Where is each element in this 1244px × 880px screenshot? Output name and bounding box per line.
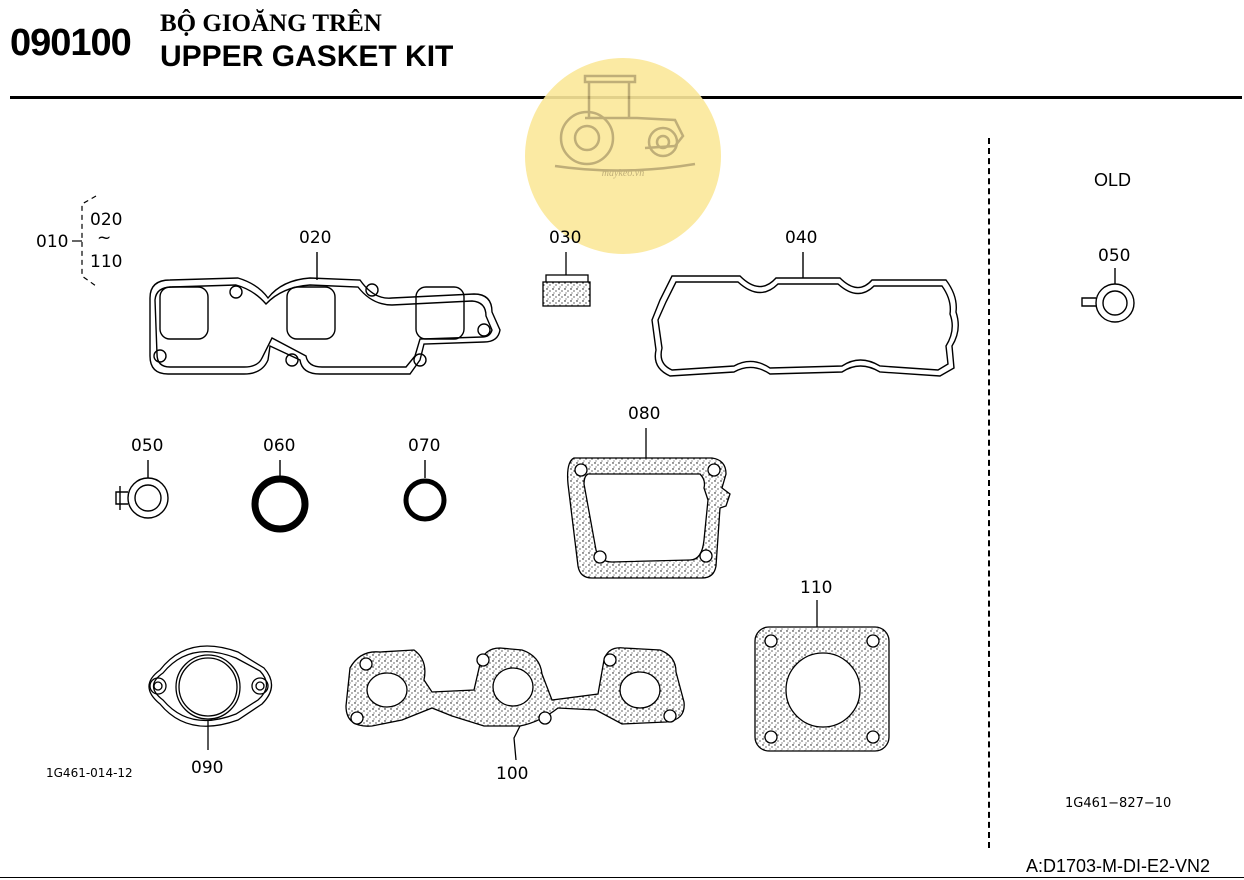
tractor-icon: maykeo.vn — [554, 74, 696, 179]
title-vietnamese: BỘ GIOĂNG TRÊN — [160, 10, 382, 37]
old-label: OLD — [1094, 170, 1132, 190]
figure-ref: 1G461-014-12 — [46, 766, 133, 780]
watermark-logo: maykeo.vn — [525, 58, 721, 254]
label-040: 040 — [785, 228, 818, 248]
footer-ref: A:D1703-M-DI-E2-VN2 — [1026, 856, 1211, 876]
seal-030 — [542, 252, 591, 307]
oring-050-old — [1081, 268, 1135, 323]
label-070: 070 — [408, 436, 441, 456]
label-010: 010 — [36, 232, 69, 252]
label-050-old: 050 — [1098, 246, 1131, 266]
label-030: 030 — [549, 228, 582, 248]
gasket-080 — [566, 428, 731, 579]
label-range-from: 020 — [90, 210, 123, 230]
gasket-090 — [148, 645, 273, 750]
label-090: 090 — [191, 758, 224, 778]
label-060: 060 — [263, 436, 296, 456]
range-bracket — [72, 195, 97, 287]
title-english: UPPER GASKET KIT — [160, 40, 454, 73]
old-figure-ref: 1G461−827−10 — [1065, 796, 1172, 811]
gasket-100 — [345, 647, 685, 761]
label-range-tilde: ~ — [97, 228, 112, 248]
label-050: 050 — [131, 436, 164, 456]
oring-070 — [403, 460, 447, 522]
label-110: 110 — [800, 578, 833, 598]
gasket-020 — [149, 252, 501, 375]
label-range-to: 110 — [90, 252, 123, 272]
logo-text: maykeo.vn — [602, 168, 644, 179]
footer-rule — [0, 877, 1244, 878]
gasket-040 — [651, 252, 959, 377]
section-code: 090100 — [10, 22, 132, 64]
label-080: 080 — [628, 404, 661, 424]
label-020: 020 — [299, 228, 332, 248]
label-100: 100 — [496, 764, 529, 784]
oring-050 — [115, 460, 169, 519]
oring-060 — [251, 460, 309, 533]
section-divider — [988, 138, 990, 848]
gasket-110 — [754, 600, 890, 752]
